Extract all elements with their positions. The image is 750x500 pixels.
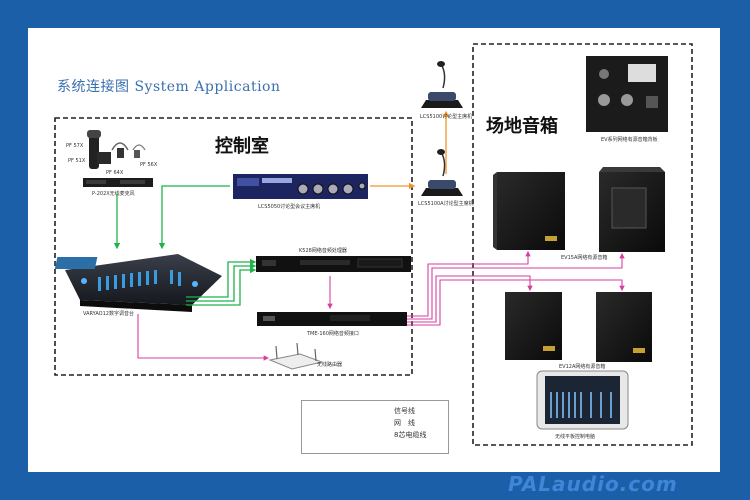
wireless-mic-label: P-202X无线麦克风 [92, 191, 135, 197]
amp-back-panel [586, 56, 668, 132]
router-label: 无线路由器 [317, 362, 343, 368]
dsp-label: K528网络音频处理器 [299, 248, 347, 254]
chairman-unit-1-label: LCS5100讨论型主席机 [420, 114, 473, 120]
legend-row-cable8: 8芯电缆线 [312, 430, 442, 442]
chairman-unit-2-label: LCS5100A讨论型主席机 [418, 201, 474, 207]
dsp-unit [256, 256, 411, 272]
network-mixer-to-router [137, 314, 270, 361]
legend-label-cable8: 8芯电缆线 [394, 431, 427, 439]
venue-speakers-label: 场地音箱 [486, 116, 558, 137]
legend: 信号线 网 线 8芯电缆线 [301, 400, 449, 454]
signal-mixer-to-dsp-1 [186, 258, 257, 298]
venue-boundary [472, 43, 693, 446]
tablet-unit [536, 370, 629, 430]
control-room-boundary [54, 117, 413, 376]
conference-host-unit [233, 174, 368, 199]
conference-host-label: LCS5050讨论型会议主席机 [258, 204, 321, 210]
speaker-ev15a-left [493, 172, 565, 250]
signal-mixer-to-dsp-3 [186, 266, 257, 306]
signal-lines [113, 185, 257, 306]
legend-row-network: 网 线 [312, 418, 442, 430]
chairman-unit-top [421, 61, 463, 108]
amp-panel-label: EV系列网络有源音箱背板 [601, 137, 658, 143]
network-lines [137, 250, 625, 361]
network-switch-to-ev15a-right [407, 252, 625, 320]
mic-pf64x-label: PF 64X [106, 170, 124, 176]
tablet-label: 无线平板控制电脑 [555, 434, 596, 440]
mixer-label: VARYAO12数字调音台 [83, 311, 134, 317]
diagram-title: 系统连接图 System Application [57, 79, 281, 95]
control-room-label: 控制室 [215, 136, 269, 157]
switch-unit [257, 312, 407, 326]
router-unit [268, 342, 324, 370]
switch-label: TME-160网络音频接口 [307, 331, 359, 337]
legend-row-signal: 信号线 [312, 406, 442, 418]
mic-pf51x-label: PF 51X [68, 158, 86, 164]
speaker-ev12a-label: EV12A网络有源音箱 [559, 364, 606, 370]
speaker-ev12a-left [505, 292, 562, 360]
network-switch-to-ev12a-right [407, 279, 625, 326]
signal-host-to-mixer [158, 185, 230, 250]
signal-mixer-to-dsp-2 [186, 262, 257, 302]
watermark-text: PALaudio.com [508, 472, 678, 496]
network-switch-to-ev15a-left [407, 250, 531, 317]
speaker-ev15a-right [599, 167, 665, 252]
legend-label-network: 网 线 [394, 419, 415, 427]
mixer-unit [54, 254, 222, 312]
speaker-ev12a-right [596, 292, 652, 362]
network-switch-to-ev12a-left [407, 275, 533, 323]
mic-pf57x-label: PF 57X [66, 143, 84, 149]
cable8-lines [370, 110, 450, 190]
wireless-mic-group [83, 130, 153, 187]
chairman-unit-bottom [421, 149, 463, 196]
mic-pf56x-label: PF 56X [140, 162, 158, 168]
legend-label-signal: 信号线 [394, 407, 415, 415]
speaker-ev15a-label: EV15A网络有源音箱 [561, 255, 608, 261]
